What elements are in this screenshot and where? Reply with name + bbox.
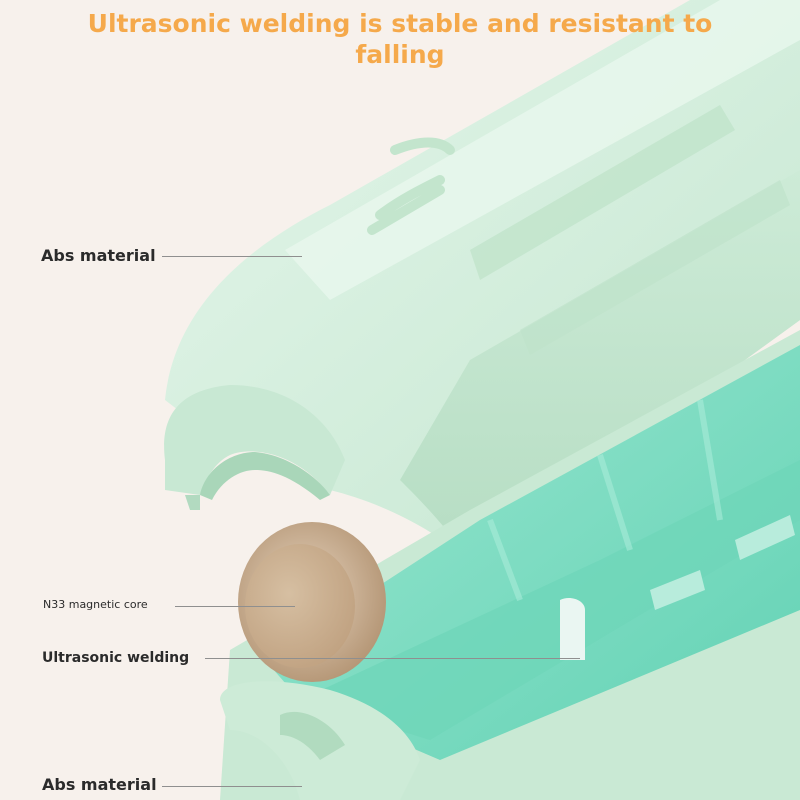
headline-line-2: falling: [355, 40, 445, 69]
leader-abs-top: [162, 256, 302, 257]
callout-magnetic-core: N33 magnetic core: [43, 598, 148, 611]
lower-shell: [220, 330, 800, 800]
leader-abs-bottom: [162, 786, 302, 787]
callout-ultrasonic-welding: Ultrasonic welding: [42, 650, 190, 666]
callout-abs-bottom: Abs material: [42, 775, 157, 794]
callout-abs-top: Abs material: [41, 246, 156, 265]
headline: Ultrasonic welding is stable and resista…: [0, 8, 800, 70]
magnet-disc: [238, 522, 386, 682]
leader-ultrasonic-welding: [205, 658, 580, 659]
leader-magnetic-core: [175, 606, 295, 607]
headline-line-1: Ultrasonic welding is stable and resista…: [87, 9, 713, 38]
